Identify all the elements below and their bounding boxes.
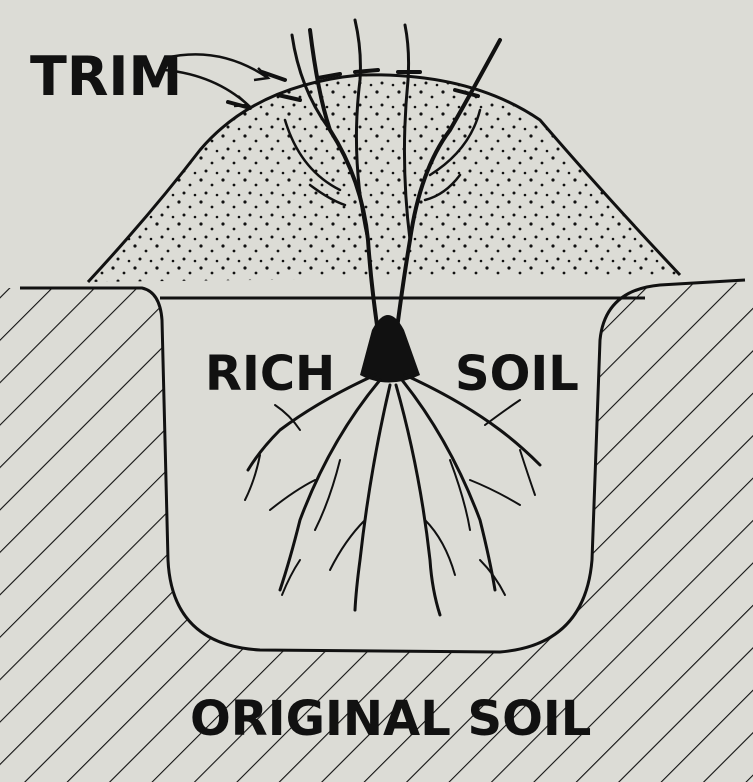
root-crown <box>360 315 420 383</box>
original-soil-label: ORIGINAL SOIL <box>190 691 591 747</box>
soil-label: SOIL <box>455 346 579 402</box>
roots <box>245 375 540 615</box>
trim-label: TRIM <box>30 45 182 108</box>
rich-label: RICH <box>205 346 335 402</box>
